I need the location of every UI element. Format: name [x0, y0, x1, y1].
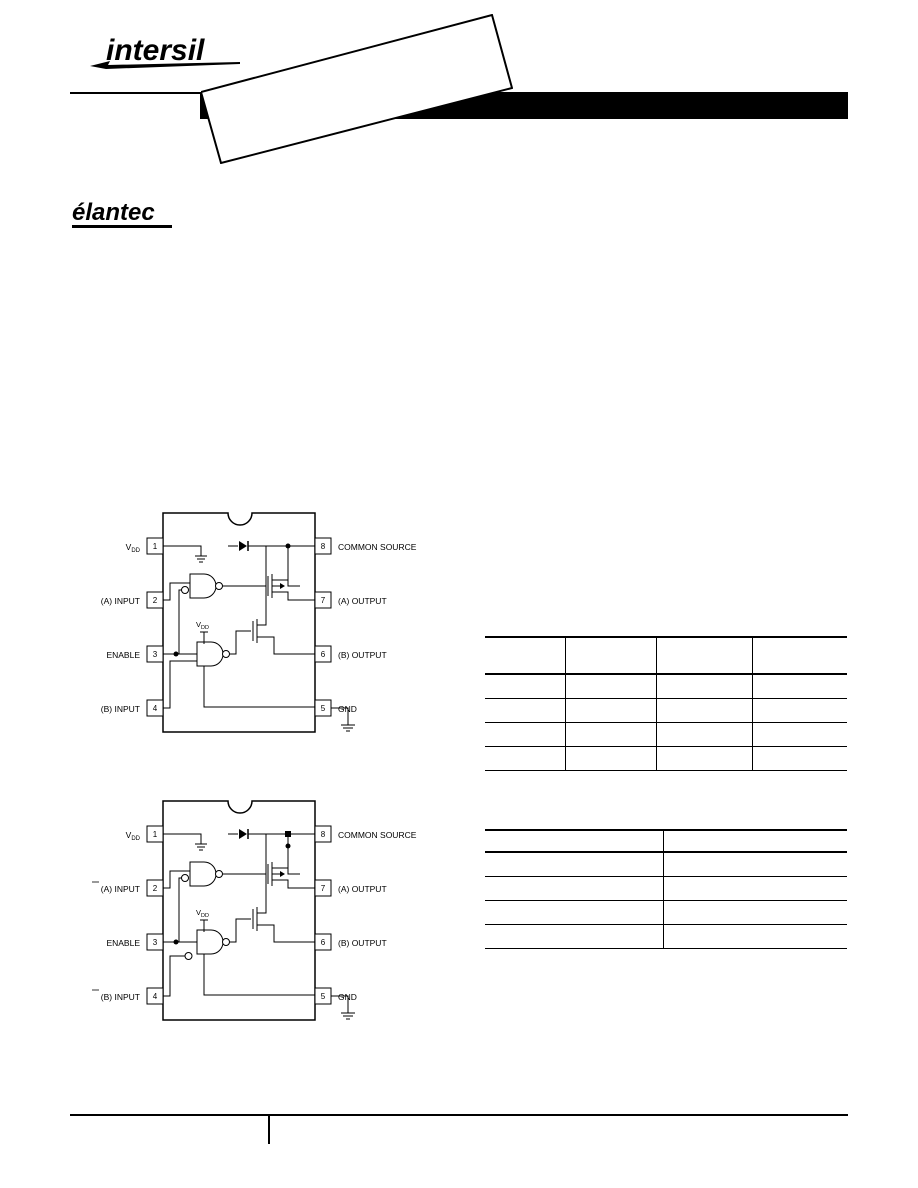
pin-1-label: VDD [126, 542, 141, 554]
pinout-diagram-2: 1 2 3 4 5 6 7 8 VDD (A) INPUT ENABLE (B)… [92, 800, 417, 1021]
header-rule [70, 92, 200, 94]
pin-4-label: (B) INPUT [101, 704, 140, 714]
pin-4-label: (B) INPUT [101, 992, 140, 1002]
table-header-row [485, 829, 847, 853]
pin-8-number: 8 [321, 830, 326, 839]
pin-6-label: (B) OUTPUT [338, 650, 387, 660]
pin-5-number: 5 [321, 992, 326, 1001]
pin-3-number: 3 [153, 650, 158, 659]
pin-2-number: 2 [153, 596, 158, 605]
vdd-label: VDD [196, 620, 209, 631]
pin-6-label: (B) OUTPUT [338, 938, 387, 948]
footer-divider [268, 1114, 270, 1144]
pin-7-number: 7 [321, 884, 326, 893]
footer-rule [70, 1114, 848, 1116]
elantec-logo: élantec [72, 199, 172, 228]
pin-3-number: 3 [153, 938, 158, 947]
pin-7-label: (A) OUTPUT [338, 884, 387, 894]
table-row [485, 698, 847, 723]
pin-1-label: VDD [126, 830, 141, 842]
table-row [485, 722, 847, 747]
pin-5-label: GND [338, 704, 357, 714]
pin-1-number: 1 [153, 830, 158, 839]
pin-4-number: 4 [153, 704, 158, 713]
pin-3-label: ENABLE [106, 650, 140, 660]
ordering-table-grid [485, 829, 847, 949]
pin-6-number: 6 [321, 938, 326, 947]
pin-8-number: 8 [321, 542, 326, 551]
pin-4-number: 4 [153, 992, 158, 1001]
intersil-logo: intersil [90, 34, 240, 69]
pin-8-label: COMMON SOURCE [338, 542, 417, 552]
table-row [485, 876, 847, 901]
obsolete-stamp-box [201, 14, 513, 164]
pin-2-label: (A) INPUT [101, 596, 140, 606]
pin-5-label: GND [338, 992, 357, 1002]
elantec-logo-text: élantec [72, 199, 155, 226]
vdd-label: VDD [196, 908, 209, 919]
table-row [485, 900, 847, 925]
pin-1-number: 1 [153, 542, 158, 551]
pin-2-number: 2 [153, 884, 158, 893]
table-row [485, 674, 847, 699]
pin-7-number: 7 [321, 596, 326, 605]
table-row [485, 852, 847, 877]
table-row [485, 746, 847, 771]
pin-2-label: (A) INPUT [101, 884, 140, 894]
intersil-logo-text: intersil [106, 34, 205, 67]
pinout-diagram-1: 1 2 3 4 5 6 7 8 VDD (A) INPUT ENABLE (B)… [101, 512, 417, 733]
truth-table-grid [485, 636, 847, 771]
pin-7-label: (A) OUTPUT [338, 596, 387, 606]
table-row [485, 924, 847, 949]
pin-8-label: COMMON SOURCE [338, 830, 417, 840]
pin-3-label: ENABLE [106, 938, 140, 948]
pin-5-number: 5 [321, 704, 326, 713]
pin-6-number: 6 [321, 650, 326, 659]
table-header-row [485, 636, 847, 675]
